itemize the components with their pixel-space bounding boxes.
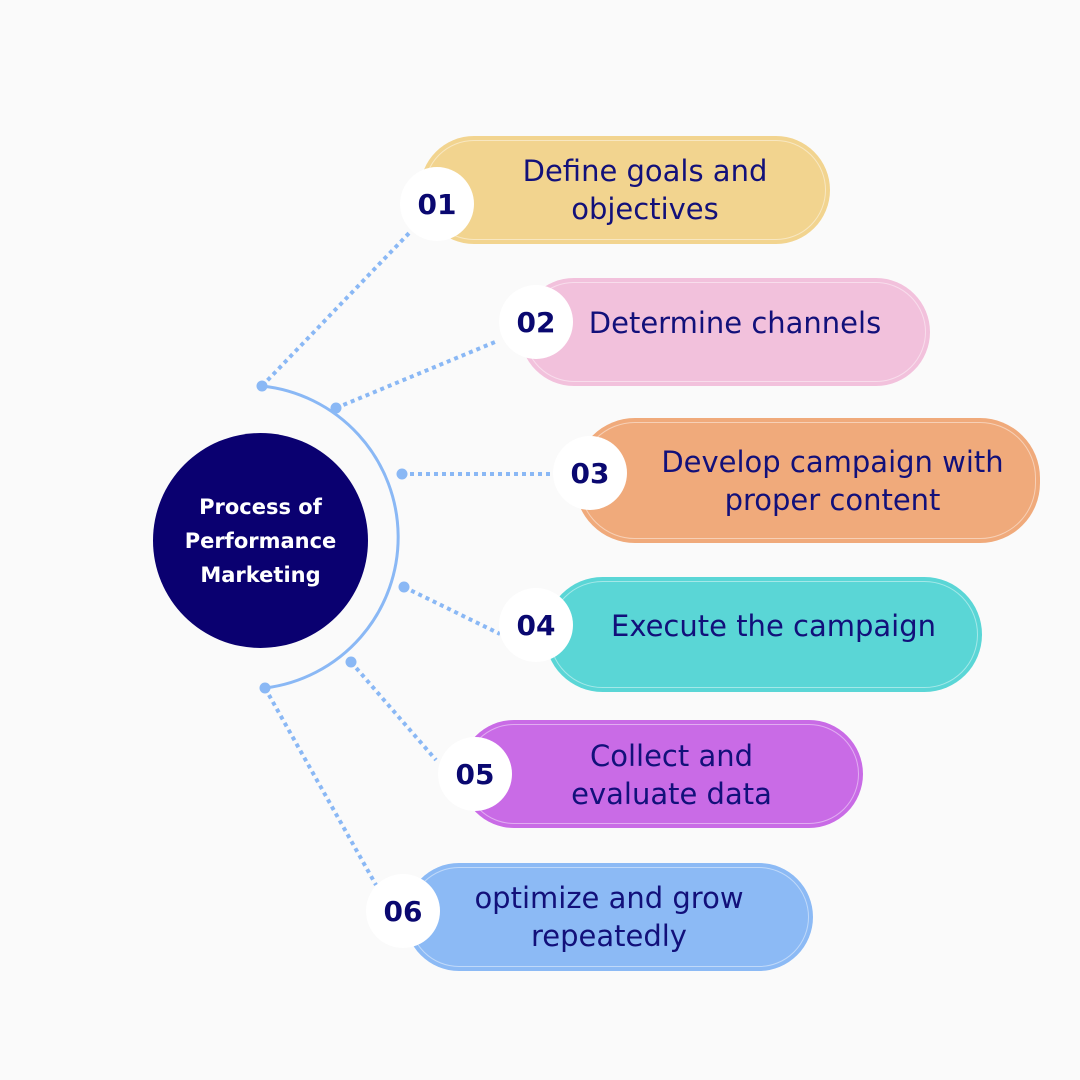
step-04-pill: Execute the campaign: [545, 577, 982, 692]
step-01-number-badge: 01: [400, 167, 474, 241]
step-05-pill: Collect and evaluate data: [460, 720, 863, 828]
step-06-number: 06: [383, 894, 423, 928]
connector-line-05: [349, 660, 438, 762]
connector-line-01: [260, 228, 414, 388]
connector-node-05: [345, 656, 357, 668]
step-06-label: optimize and grow repeatedly: [474, 881, 744, 953]
center-title: Process of Performance Marketing: [184, 494, 337, 587]
step-03-number-badge: 03: [553, 436, 627, 510]
step-05-label: Collect and evaluate data: [571, 739, 772, 811]
step-01-number: 01: [417, 187, 457, 221]
step-03-label: Develop campaign with proper content: [661, 444, 1004, 517]
step-05-number: 05: [455, 757, 495, 791]
center-hub: Process of Performance Marketing: [153, 433, 368, 648]
connector-node-01: [256, 380, 268, 392]
connector-line-06: [263, 687, 378, 886]
connector-node-06: [259, 682, 271, 694]
step-04-label: Execute the campaign: [611, 609, 936, 643]
step-01-pill: Define goals and objectives: [420, 136, 830, 244]
connector-node-03: [396, 468, 408, 480]
step-03-pill: Develop campaign with proper content: [575, 418, 1040, 543]
step-02-pill: Determine channels: [520, 278, 930, 386]
step-05-number-badge: 05: [438, 737, 512, 811]
step-01-label: Define goals and objectives: [522, 154, 768, 226]
step-06-number-badge: 06: [366, 874, 440, 948]
connector-line-02: [335, 340, 496, 410]
step-04-number: 04: [516, 608, 556, 642]
step-02-number: 02: [516, 305, 556, 339]
connector-node-04: [398, 581, 410, 593]
step-02-number-badge: 02: [499, 285, 573, 359]
connector-arc: [261, 384, 400, 690]
connector-line-04: [403, 585, 501, 636]
step-06-pill: optimize and grow repeatedly: [405, 863, 813, 971]
connector-node-02: [330, 402, 342, 414]
step-04-number-badge: 04: [499, 588, 573, 662]
step-02-label: Determine channels: [588, 306, 882, 340]
step-03-number: 03: [570, 456, 610, 490]
